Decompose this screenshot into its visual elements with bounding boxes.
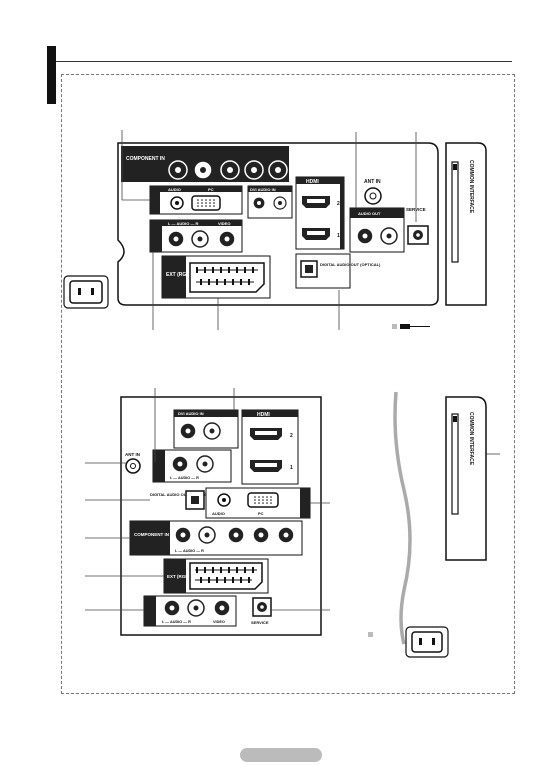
hdmi-label: HDMI <box>306 179 319 185</box>
power-cord-bottom <box>368 391 449 658</box>
pc-in-block: AUDIO PC <box>149 185 243 215</box>
hdmi-block-bottom: HDMI 2 1 <box>241 409 299 485</box>
bottom-rear-panel: DVI AUDIO IN HDMI 2 1 ANT IN <box>120 396 322 636</box>
av-video-label-bottom: VIDEO <box>213 620 225 624</box>
component-lr-label-bottom: L — AUDIO — R <box>175 549 204 553</box>
ant-in-block: ANT IN <box>364 179 382 205</box>
audio-out-block: AUDIO OUT <box>349 207 405 253</box>
hdmi-1-number: 1 <box>337 233 340 239</box>
component-in-label: COMPONENT IN <box>126 156 165 162</box>
component-in-label-bottom: COMPONENT IN <box>134 532 169 537</box>
hdmi-label-bottom: HDMI <box>257 412 270 418</box>
service-label-bottom: SERVICE <box>251 620 269 625</box>
ci-slot-top[interactable] <box>451 161 459 263</box>
pc-label: PC <box>208 187 214 192</box>
title-rule <box>56 61 512 62</box>
bottom-side-panel: COMMON INTERFACE <box>445 396 487 561</box>
pc-audio-label-bottom: AUDIO <box>212 511 225 516</box>
pc-label-bottom: PC <box>258 511 264 516</box>
optical-block: DIGITAL AUDIO OUT (OPTICAL) <box>295 253 381 289</box>
audio-out-block-bottom: L — AUDIO — R <box>152 449 232 483</box>
audio-out-lr-label-bottom: L — AUDIO — R <box>170 476 199 480</box>
optical-block-bottom: DIGITAL AUDIO OUT (OPTICAL) <box>150 490 211 510</box>
av-audio-label: L — AUDIO — R <box>168 221 199 226</box>
ext-rgb-block-bottom: EXT (RGB) <box>163 558 269 594</box>
ext-rgb-label-bottom: EXT (RGB) <box>167 574 191 579</box>
component-in-block: COMPONENT IN <box>121 146 289 182</box>
pc-in-block-bottom: AUDIO PC <box>205 487 311 519</box>
service-block-bottom: SERVICE <box>251 597 272 625</box>
ant-in-label: ANT IN <box>364 179 381 185</box>
ci-label-bottom: COMMON INTERFACE <box>468 412 474 466</box>
dvi-audio-block-bottom: DVI AUDIO IN <box>173 409 239 449</box>
power-inlet-top <box>63 275 109 309</box>
av-lr-label-bottom: L — AUDIO — R <box>162 620 191 624</box>
top-rear-panel: COMPONENT IN AUDIO PC <box>63 142 439 309</box>
av-in-block: L — AUDIO — R VIDEO <box>149 219 243 253</box>
hdmi-2-number-bottom: 2 <box>290 433 293 439</box>
dvi-audio-block: DVI AUDIO IN <box>247 185 293 219</box>
hdmi-1-number-bottom: 1 <box>290 465 293 471</box>
ci-slot-bottom[interactable] <box>451 413 459 515</box>
optical-label: DIGITAL AUDIO OUT (OPTICAL) <box>320 262 381 267</box>
ci-label-top: COMMON INTERFACE <box>468 160 474 214</box>
top-callout-lines <box>121 130 417 330</box>
cable-legend <box>392 324 430 329</box>
component-in-block-bottom: COMPONENT IN L — AUDIO — R <box>129 520 303 556</box>
top-side-panel: COMMON INTERFACE <box>445 142 487 306</box>
ant-in-block-bottom: ANT IN <box>125 452 141 474</box>
bottom-callout-lines <box>85 388 500 611</box>
audio-out-label: AUDIO OUT <box>358 211 381 216</box>
page-number-pill <box>240 748 322 762</box>
av-in-block-bottom: L — AUDIO — R VIDEO <box>143 595 237 627</box>
pc-audio-label: AUDIO <box>168 187 181 192</box>
av-video-label: VIDEO <box>218 221 230 226</box>
scart-port-bottom[interactable] <box>189 562 263 590</box>
section-tab-marker <box>47 46 56 104</box>
figure-frame <box>61 74 515 694</box>
dvi-audio-label-bottom: DVI AUDIO IN <box>178 411 204 416</box>
optical-label-bottom: DIGITAL AUDIO OUT (OPTICAL) <box>150 492 211 497</box>
dvi-audio-label: DVI AUDIO IN <box>250 187 276 192</box>
ant-in-label-bottom: ANT IN <box>125 452 140 457</box>
ext-rgb-label: EXT (RGB) <box>166 272 192 278</box>
hdmi-2-number: 2 <box>337 201 340 207</box>
hdmi-block: HDMI 2 1 <box>295 176 345 250</box>
ext-rgb-block: EXT (RGB) <box>161 255 271 299</box>
